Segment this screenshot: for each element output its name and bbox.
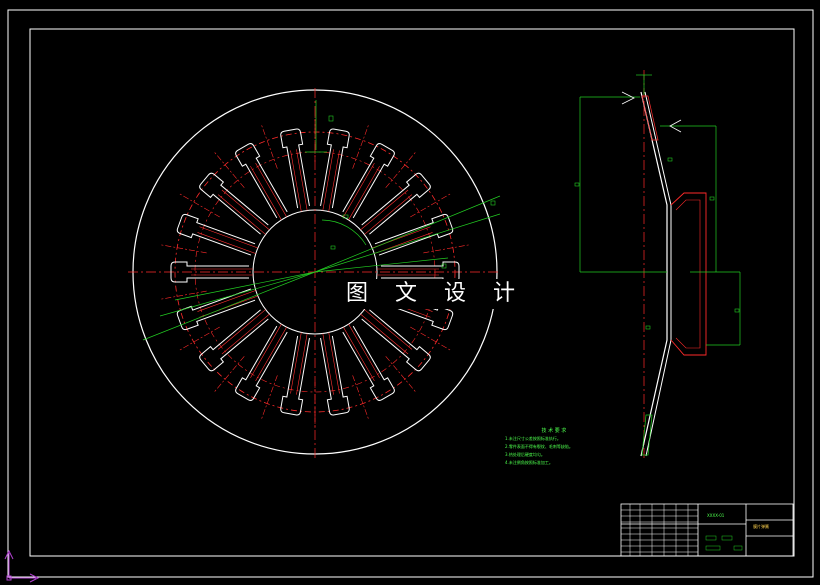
part-name: 膜片弹簧	[753, 524, 769, 529]
spring-finger	[235, 324, 288, 401]
angle-dimension-lines	[142, 100, 501, 341]
spring-finger	[360, 309, 431, 372]
title-block-grid	[621, 504, 698, 556]
spring-finger	[342, 143, 395, 220]
radial-centerline	[260, 123, 278, 169]
radial-centerlines	[159, 114, 471, 430]
outer-border	[7, 9, 814, 578]
radial-centerline	[410, 326, 452, 352]
spring-finger	[170, 261, 253, 283]
diaphragm-spring-front-view	[128, 88, 501, 460]
radial-centerline	[410, 192, 452, 218]
notes-line: 2.零件表面不得有裂纹、毛刺等缺陷。	[505, 444, 573, 449]
radial-centerline	[213, 356, 245, 394]
section-hatch-top	[641, 95, 659, 141]
radial-centerline	[159, 290, 207, 300]
side-dimension-tags	[574, 157, 740, 330]
radial-centerline	[260, 375, 278, 421]
radial-centerline	[352, 375, 370, 421]
section-profile-outer	[640, 91, 668, 457]
hub-profile-inner	[675, 199, 701, 349]
technical-notes: 技 术 要 求 1.未注尺寸公差按照标准执行。 2.零件表面不得有裂纹、毛刺等缺…	[505, 427, 573, 467]
notes-line: 4.未注倒角按照标准加工。	[505, 460, 553, 465]
title-block-fields	[705, 535, 743, 551]
radial-centerline	[178, 326, 220, 352]
finger-group	[170, 128, 460, 416]
side-dimension-lines	[579, 74, 741, 346]
drawing-code: XXXX-01	[707, 513, 725, 518]
radial-centerline	[352, 123, 370, 169]
radial-centerline	[385, 356, 417, 394]
notes-line: 1.未注尺寸公差按照标准执行。	[505, 436, 561, 441]
radial-centerline	[159, 244, 207, 254]
spring-finger	[360, 172, 431, 235]
spring-finger	[199, 172, 270, 235]
watermark: 图 文 设 计	[336, 279, 535, 309]
spring-finger	[320, 332, 350, 416]
side-dimension-arrows	[621, 91, 682, 133]
spring-finger	[342, 324, 395, 401]
radial-centerline	[178, 192, 220, 218]
inner-border	[29, 28, 795, 557]
radial-centerline	[385, 150, 417, 188]
radial-centerline	[423, 244, 471, 254]
dimension-tags	[328, 115, 496, 269]
ucs-axes-icon	[4, 549, 40, 583]
spring-finger	[280, 332, 310, 416]
spring-finger	[176, 213, 258, 256]
notes-title: 技 术 要 求	[541, 428, 567, 434]
hub-profile	[670, 192, 707, 356]
section-profile-inner	[644, 91, 672, 457]
section-hatch-bottom	[641, 414, 653, 456]
notes-line: 3.热处理后硬度均匀。	[505, 452, 545, 457]
radial-centerline	[213, 150, 245, 188]
spring-finger	[235, 143, 288, 220]
diaphragm-spring-section-view	[574, 70, 741, 460]
title-block	[620, 503, 794, 557]
spring-finger	[280, 128, 310, 212]
spring-finger	[199, 309, 270, 372]
spring-finger	[320, 128, 350, 212]
